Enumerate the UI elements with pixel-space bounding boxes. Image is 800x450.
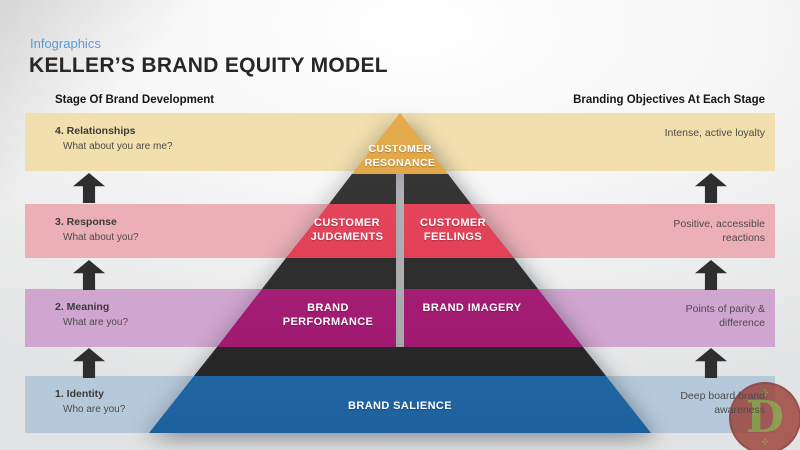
pyramid-label-imagery: BRAND IMAGERY [422,302,522,314]
pyramid-label-performance: BRAND PERFORMANCE [282,302,374,328]
pyramid-center-divider [396,172,404,348]
pyramid-label-resonance: CUSTOMER RESONANCE [364,143,436,169]
stage-objective: Points of parity & difference [685,303,765,329]
page-title: KELLER’S BRAND EQUITY MODEL [29,54,388,77]
left-column-header: Stage Of Brand Development [55,94,215,106]
stage-name: 3. Response [55,216,117,228]
watermark-letter: D [745,392,785,443]
stage-objective: Intense, active loyalty [664,127,765,139]
pyramid-label-feelings: CUSTOMER FEELINGS [420,217,486,243]
pyramid-label-salience: BRAND SALIENCE [348,400,452,412]
stage-name: 4. Relationships [55,125,136,137]
stage-objective: Deep board brand awareness [680,390,765,416]
watermark-logo: D [729,382,800,450]
stage-name: 1. Identity [55,388,105,400]
stage-question: Who are you? [63,404,126,415]
eyebrow-label: Infographics [30,36,101,51]
stage-question: What about you are me? [63,141,173,152]
stage-question: What about you? [63,232,139,243]
pyramid-label-judgments: CUSTOMER JUDGMENTS [310,217,384,243]
stage-objective: Positive, accessible reactions [673,218,765,244]
stage-question: What are you? [63,317,129,328]
right-column-header: Branding Objectives At Each Stage [573,94,765,106]
stage-name: 2. Meaning [55,301,110,313]
